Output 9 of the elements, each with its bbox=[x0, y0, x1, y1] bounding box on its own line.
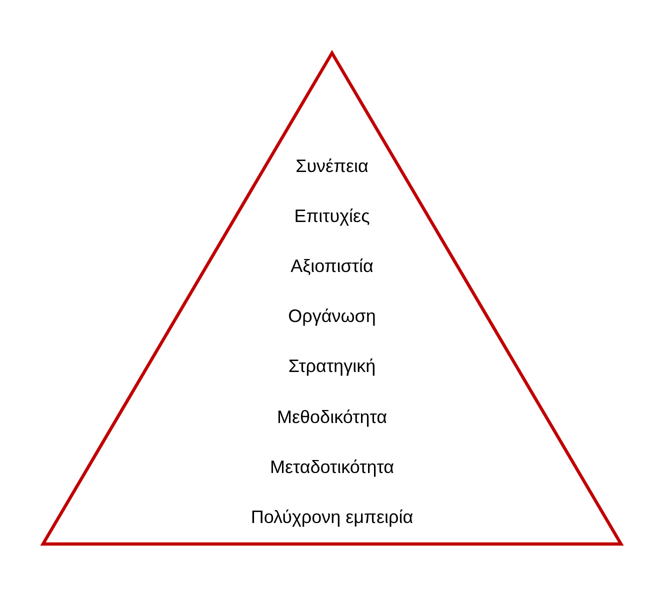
level-label: Επιτυχίες bbox=[294, 205, 370, 228]
level-label: Αξιοπιστία bbox=[290, 255, 374, 278]
level-label: Στρατηγική bbox=[288, 355, 376, 378]
level-label: Συνέπεια bbox=[296, 155, 368, 177]
level-label: Μεταδοτικότητα bbox=[270, 456, 394, 478]
pyramid-triangle bbox=[38, 48, 626, 548]
level-label: Πολύχρονη εμπειρία bbox=[250, 506, 414, 528]
level-label: Οργάνωση bbox=[288, 305, 376, 328]
level-label: Μεθοδικότητα bbox=[277, 406, 387, 428]
